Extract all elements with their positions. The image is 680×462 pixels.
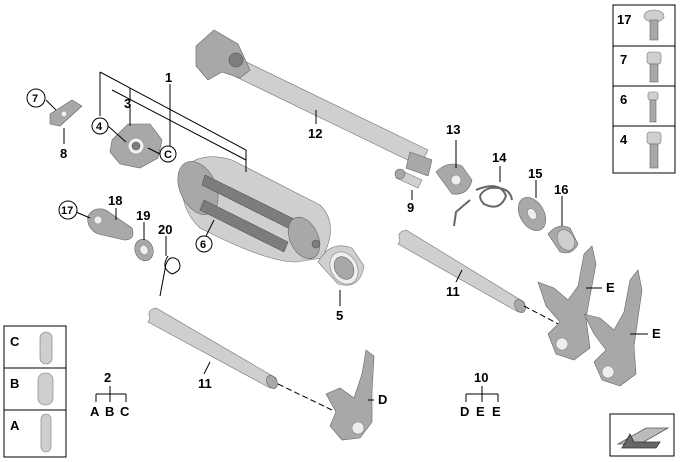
pin-legend-label-c: C (10, 334, 20, 349)
pin-legend: C B A (3, 325, 67, 458)
screw-legend-label-6: 6 (620, 92, 627, 107)
callout-20: 20 (158, 222, 172, 237)
callout-c-circle (159, 145, 177, 163)
callout-16: 16 (554, 182, 568, 197)
pin-icon (40, 413, 52, 453)
bearing-part-16 (547, 225, 579, 254)
callout-c: C (164, 149, 172, 161)
bushing-part-13 (435, 163, 473, 195)
shift-shaft-part (195, 29, 433, 177)
callout-19: 19 (136, 208, 150, 223)
callout-17: 17 (61, 205, 73, 217)
group-2-label-c: C (120, 404, 130, 419)
star-wheel-part (109, 123, 163, 169)
fork-rod-part-11-left (147, 307, 278, 389)
needle-bearing-part-5 (317, 245, 365, 286)
torx-pan-screw-icon (643, 9, 665, 41)
shift-drum-part (177, 156, 331, 263)
callout-d: D (378, 392, 387, 407)
screw-legend-label-17: 17 (617, 12, 631, 27)
washer-part-15 (517, 196, 547, 232)
callout-12: 12 (308, 126, 322, 141)
callout-9: 9 (407, 200, 414, 215)
group-10-label-e-1: E (476, 404, 485, 419)
lever-part-18 (87, 208, 134, 241)
view-direction-arrow-icon (609, 413, 675, 457)
screw-legend-label-4: 4 (620, 132, 628, 147)
group-10-label-d: D (460, 404, 469, 419)
plate-part-8 (49, 99, 83, 127)
callout-e-2: E (652, 326, 661, 341)
screw-legend: 17 7 6 4 (612, 4, 676, 174)
callout-3: 3 (124, 96, 131, 111)
leader-lines (45, 71, 648, 402)
shift-fork-d (325, 349, 375, 441)
callout-5: 5 (336, 308, 343, 323)
pin-icon (37, 372, 54, 406)
callout-11-right: 11 (446, 284, 460, 299)
pin-icon (39, 331, 53, 365)
callout-10: 10 (474, 370, 488, 385)
fork-rod-part-11-right (397, 229, 526, 313)
pin-legend-label-b: B (10, 376, 19, 391)
shift-fork-e-1 (537, 245, 597, 361)
socket-cap-screw-icon (646, 131, 662, 169)
callout-11-left: 11 (198, 376, 212, 391)
washer-part-19 (134, 238, 154, 262)
pin-part-9 (394, 168, 423, 189)
callout-14: 14 (492, 150, 507, 165)
screw-legend-label-7: 7 (620, 52, 627, 67)
callout-7: 7 (32, 93, 38, 105)
callout-e-1: E (606, 280, 615, 295)
callout-4-circle (91, 117, 109, 135)
callout-1: 1 (165, 70, 172, 85)
callout-6: 6 (200, 239, 206, 251)
pin-legend-label-a: A (10, 418, 20, 433)
shift-fork-e-2 (583, 269, 643, 387)
callout-2: 2 (104, 370, 111, 385)
spring-part-20 (159, 255, 181, 297)
callout-7-circle (26, 88, 46, 108)
callout-13: 13 (446, 122, 460, 137)
group-2-label-a: A (90, 404, 100, 419)
callout-15: 15 (528, 166, 542, 181)
callout-18: 18 (108, 193, 122, 208)
long-socket-screw-icon (647, 91, 659, 123)
callout-8: 8 (60, 146, 67, 161)
callout-17-circle (58, 200, 78, 220)
group-2-label-b: B (105, 404, 114, 419)
spring-part-14 (453, 185, 513, 227)
socket-cap-screw-icon (646, 51, 662, 83)
callout-6-circle (195, 235, 213, 253)
callout-4: 4 (96, 121, 103, 133)
group-10-label-e-2: E (492, 404, 501, 419)
